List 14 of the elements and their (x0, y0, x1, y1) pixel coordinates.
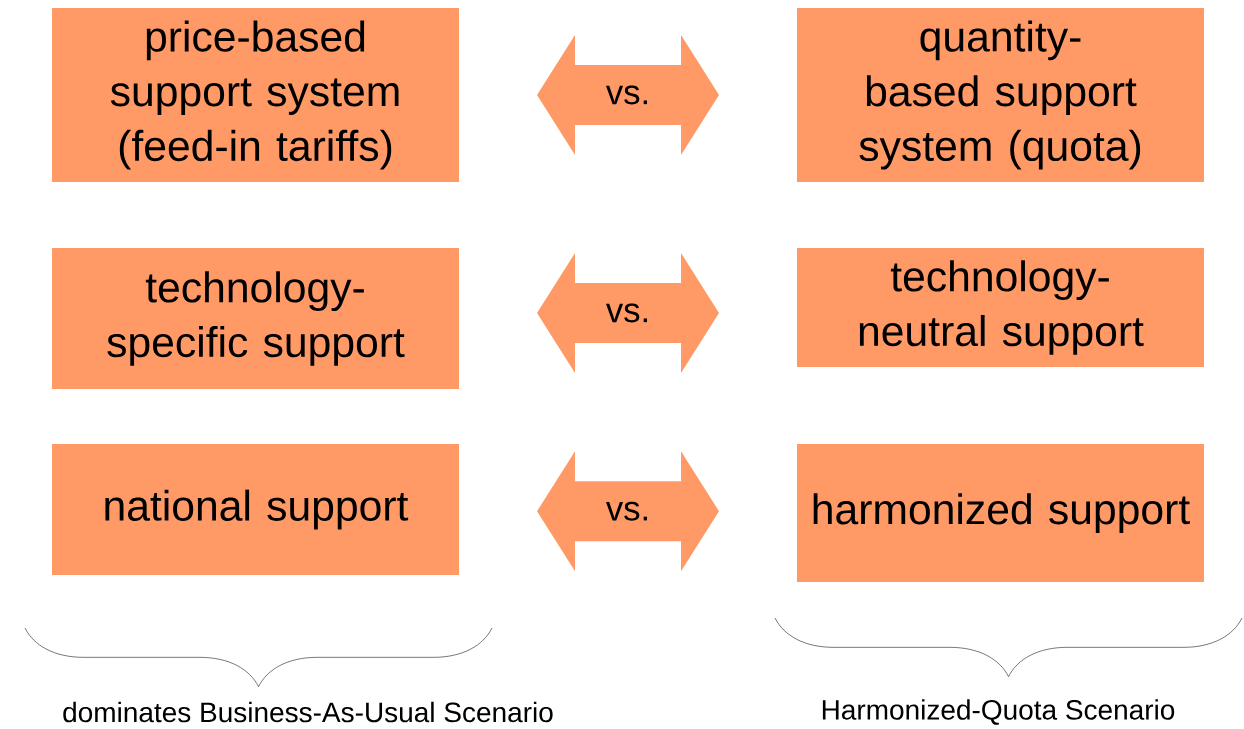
double-arrow (537, 253, 719, 373)
text-box: harmonized support (797, 444, 1204, 582)
double-arrow (537, 451, 719, 572)
text-box: national support (52, 444, 459, 575)
text-box: technology-specific support (52, 248, 459, 389)
text-box: price-based support system (feed-in tariffs) (52, 8, 459, 182)
scenario-label: dominates Business-As-Usual Scenario (63, 701, 553, 723)
scenario-label: Harmonized-Quota Scenario (822, 699, 1175, 725)
text-box: quantity-based support system (quota) (797, 8, 1204, 182)
edge-label: vs. (606, 303, 647, 323)
edge-label: vs. (606, 501, 647, 521)
text-box: technology-neutral support (797, 248, 1204, 367)
edge-label: vs. (606, 85, 647, 105)
double-arrow (537, 35, 719, 155)
